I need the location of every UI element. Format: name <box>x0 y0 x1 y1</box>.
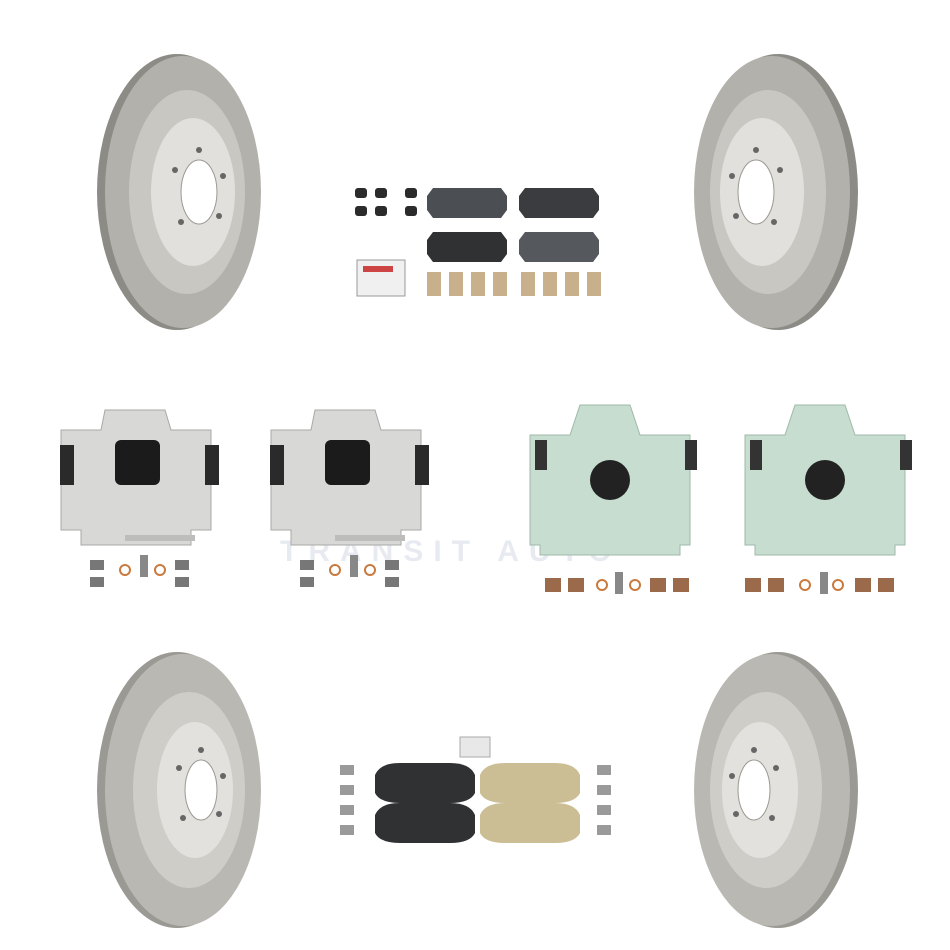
pad-set-rear <box>345 180 625 305</box>
brake-caliper-icon <box>529 404 697 594</box>
brake-rotor-icon <box>97 54 261 330</box>
caliper-rear-right <box>735 400 935 605</box>
brake-rotor-icon <box>97 652 261 928</box>
brake-pad-set-icon <box>340 736 611 843</box>
rotor-front-left <box>95 52 265 332</box>
rotor-front-right <box>690 52 860 332</box>
rotor-rear-right <box>690 650 860 930</box>
pad-set-front <box>335 735 625 855</box>
brake-rotor-icon <box>694 54 858 330</box>
brake-pad-set-icon <box>355 188 601 297</box>
brake-caliper-icon <box>60 409 219 587</box>
caliper-front-left <box>55 395 235 605</box>
brake-caliper-icon <box>270 409 429 587</box>
rotor-rear-left <box>95 650 265 930</box>
caliper-rear-left <box>520 400 720 605</box>
brake-rotor-icon <box>694 652 858 928</box>
caliper-front-right <box>265 395 445 605</box>
brake-caliper-icon <box>744 404 912 594</box>
